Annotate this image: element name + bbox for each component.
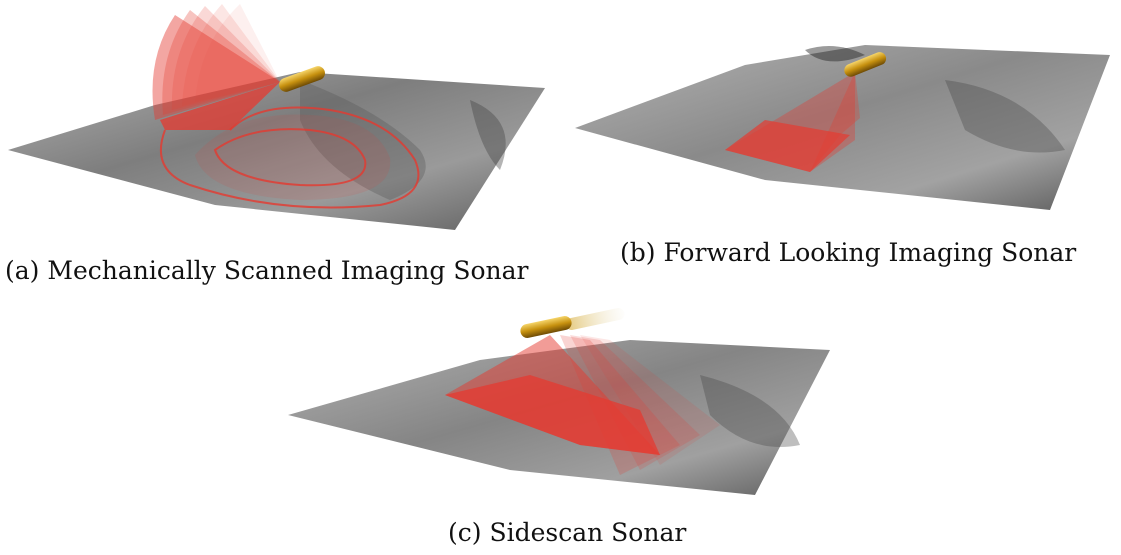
seafloor-shading [805, 46, 865, 62]
scan-ring-outer [160, 106, 420, 209]
panel-a-illustration [0, 0, 560, 240]
seafloor-shading [700, 375, 800, 447]
sonar-beam-footprint [160, 82, 280, 130]
scan-ring-inner [213, 128, 367, 187]
panel-c-illustration [280, 295, 840, 505]
sidescan-sonar-scene [288, 308, 830, 495]
forward-looking-sonar-scene [575, 45, 1110, 210]
scan-ring-band [195, 114, 391, 200]
caption-b: (b) Forward Looking Imaging Sonar [620, 238, 1077, 267]
vehicle-motion-trail [565, 308, 625, 330]
mechanically-scanned-sonar-scene [8, 4, 545, 230]
sonar-beam-footprint [725, 120, 850, 172]
seafloor-terrain [8, 72, 545, 230]
caption-a: (a) Mechanically Scanned Imaging Sonar [5, 256, 529, 285]
caption-c: (c) Sidescan Sonar [448, 518, 687, 547]
auv-vehicle [520, 316, 572, 338]
panel-b-illustration [565, 10, 1121, 230]
seafloor-terrain [575, 45, 1110, 210]
sonar-beam-trail [580, 335, 720, 465]
sonar-beam-sweep [195, 4, 280, 102]
sonar-beam-trail [570, 335, 700, 470]
sonar-beam-sweep [182, 4, 280, 106]
sonar-beam-footprint [445, 375, 660, 455]
sonar-beam-sweep [162, 10, 280, 115]
auv-vehicle [279, 66, 325, 92]
seafloor-shading [470, 100, 506, 170]
auv-vehicle [844, 52, 887, 77]
sonar-beam-sweep [171, 6, 280, 110]
sonar-beam-sweep [152, 15, 280, 120]
seafloor-shading [945, 80, 1065, 153]
